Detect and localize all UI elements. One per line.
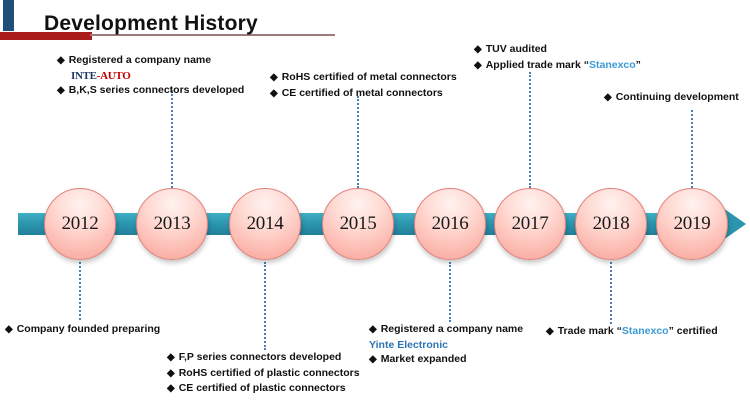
note-text: Continuing development	[615, 91, 739, 103]
timeline-node-2015[interactable]: 2015	[322, 188, 394, 260]
header-blue-accent-bar	[3, 0, 14, 31]
note-text: RoHS certified of metal connectors	[281, 71, 457, 83]
diamond-bullet-icon: ◆	[474, 59, 482, 71]
note-line: ◆B,K,S series connectors developed	[57, 83, 244, 99]
brand-stanexco: Stanexco	[588, 58, 636, 71]
diamond-bullet-icon: ◆	[369, 324, 377, 335]
header-red-accent-bar	[0, 32, 92, 40]
diamond-bullet-icon: ◆	[5, 324, 13, 335]
note-text: Registered a company name	[68, 54, 212, 66]
brand-yinte-electronic: Yinte Electronic	[369, 338, 448, 351]
note-text: Applied trade mark “	[485, 58, 589, 71]
timeline-node-2016[interactable]: 2016	[414, 188, 486, 260]
year-label: 2019	[673, 213, 711, 234]
note-2014-bottom: ◆F,P series connectors developed ◆RoHS c…	[167, 350, 360, 397]
note-2018-bottom: ◆Trade mark “Stanexco” certified	[546, 324, 718, 340]
note-line: ◆CE certified of metal connectors	[270, 86, 457, 102]
note-text: ” certified	[668, 325, 718, 337]
logo-inte-text: INTE	[71, 69, 97, 82]
connector-2016	[449, 262, 451, 322]
diamond-bullet-icon: ◆	[167, 352, 175, 363]
diamond-bullet-icon: ◆	[57, 55, 65, 66]
connector-2014	[264, 262, 266, 350]
connector-2019	[691, 110, 693, 188]
note-text: F,P series connectors developed	[178, 351, 342, 363]
timeline-node-2013[interactable]: 2013	[136, 188, 208, 260]
diamond-bullet-icon: ◆	[167, 383, 175, 394]
note-text: Market expanded	[380, 353, 467, 365]
year-label: 2017	[511, 213, 549, 234]
note-text: B,K,S series connectors developed	[68, 84, 245, 96]
diamond-bullet-icon: ◆	[57, 85, 65, 96]
note-2018-top: ◆Continuing development	[604, 90, 739, 106]
note-logo-line: INTE-AUTO	[57, 69, 244, 84]
year-label: 2012	[61, 213, 99, 234]
brand-stanexco: Stanexco	[621, 325, 669, 337]
diamond-bullet-icon: ◆	[474, 44, 482, 55]
note-line: ◆RoHS certified of plastic connectors	[167, 366, 360, 382]
timeline-node-2012[interactable]: 2012	[44, 188, 116, 260]
note-text: Trade mark “	[557, 325, 622, 337]
note-2012-top: ◆Registered a company name INTE-AUTO ◆B,…	[57, 53, 244, 99]
note-text: CE certified of plastic connectors	[178, 382, 346, 394]
note-line: ◆Trade mark “Stanexco” certified	[546, 324, 718, 340]
page-title: Development History	[44, 12, 258, 35]
note-line: ◆Registered a company name	[57, 53, 244, 69]
diamond-bullet-icon: ◆	[167, 367, 175, 379]
note-line: ◆F,P series connectors developed	[167, 350, 360, 366]
connector-2018	[610, 262, 612, 324]
diamond-bullet-icon: ◆	[270, 87, 278, 99]
note-line: ◆TUV audited	[474, 42, 641, 58]
diamond-bullet-icon: ◆	[369, 354, 377, 365]
year-label: 2014	[246, 213, 284, 234]
diamond-bullet-icon: ◆	[546, 326, 554, 337]
note-2013-top: ◆RoHS certified of metal connectors ◆CE …	[270, 70, 457, 101]
timeline-node-2014[interactable]: 2014	[229, 188, 301, 260]
header-underline-rule	[90, 34, 335, 36]
note-line: ◆CE certified of plastic connectors	[167, 381, 360, 397]
connector-2017	[529, 72, 531, 188]
note-line: ◆Continuing development	[604, 90, 739, 106]
note-text: CE certified of metal connectors	[281, 86, 443, 99]
note-line: ◆Applied trade mark “Stanexco”	[474, 58, 641, 74]
year-label: 2015	[339, 213, 377, 234]
note-2016-bottom: ◆Registered a company name Yinte Electro…	[369, 322, 523, 368]
diamond-bullet-icon: ◆	[270, 72, 278, 83]
note-2012-bottom: ◆Company founded preparing	[5, 322, 160, 338]
note-text: RoHS certified of plastic connectors	[178, 366, 360, 379]
year-label: 2018	[592, 213, 630, 234]
note-text: ”	[635, 58, 641, 71]
year-label: 2013	[153, 213, 191, 234]
note-2017-top: ◆TUV audited ◆Applied trade mark “Stanex…	[474, 42, 641, 73]
note-line: ◆RoHS certified of metal connectors	[270, 70, 457, 86]
note-line: ◆Market expanded	[369, 352, 523, 368]
note-line: ◆Registered a company name	[369, 322, 523, 338]
timeline-node-2018[interactable]: 2018	[575, 188, 647, 260]
connector-2015	[357, 96, 359, 188]
note-text: TUV audited	[485, 43, 547, 55]
diamond-bullet-icon: ◆	[604, 92, 612, 103]
connector-2013	[171, 90, 173, 188]
timeline-node-2019[interactable]: 2019	[656, 188, 728, 260]
note-text: Registered a company name	[380, 323, 524, 335]
note-line: ◆Company founded preparing	[5, 322, 160, 338]
timeline-node-2017[interactable]: 2017	[494, 188, 566, 260]
logo-auto-text: -AUTO	[96, 69, 131, 82]
connector-2012	[79, 262, 81, 320]
year-label: 2016	[431, 213, 469, 234]
note-text: Company founded preparing	[16, 323, 161, 335]
